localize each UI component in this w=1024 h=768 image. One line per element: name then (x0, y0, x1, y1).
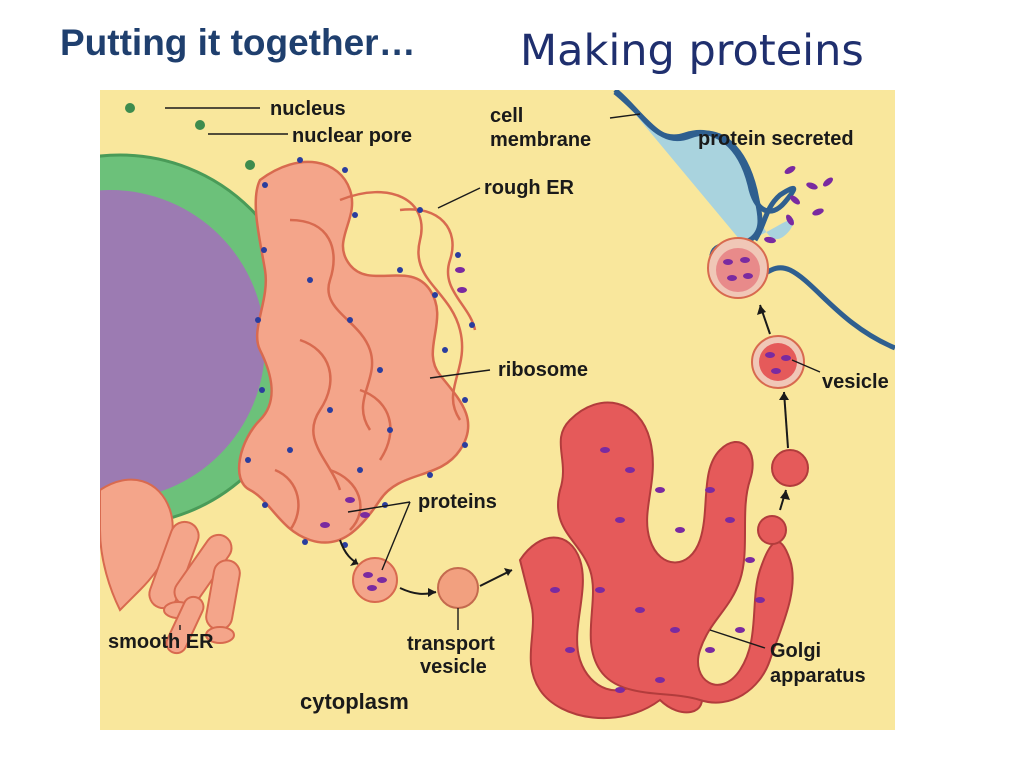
leader-proteins-2 (381, 501, 411, 571)
nucleoplasm (100, 190, 265, 500)
leader-rough-er (437, 187, 481, 209)
label-vesicle: vesicle (822, 371, 889, 393)
secretory-vesicle-proteins (765, 352, 791, 374)
label-cell-membrane-line2: membrane (490, 129, 591, 151)
budding-vesicle-proteins (363, 572, 387, 591)
budding-vesicle (352, 557, 398, 603)
label-protein-secreted: protein secreted (698, 128, 854, 150)
leader-golgi (709, 629, 766, 649)
rough-er (237, 160, 477, 544)
slide-title: Putting it together… (60, 22, 416, 63)
ribosomes (245, 157, 475, 548)
smooth-er (100, 478, 241, 655)
leader-proteins-1 (347, 501, 411, 513)
label-nucleus: nucleus (270, 98, 346, 120)
label-nuclear-pore: nuclear pore (292, 125, 412, 147)
label-golgi-line2: apparatus (770, 665, 866, 687)
golgi-apparatus (518, 401, 794, 720)
label-smooth-er: smooth ER (108, 631, 214, 653)
label-proteins: proteins (418, 491, 497, 513)
secreted-proteins (764, 166, 833, 244)
golgi-bud-vesicle (757, 515, 787, 545)
label-cytoplasm: cytoplasm (300, 689, 409, 714)
label-rough-er: rough ER (484, 177, 575, 199)
leader-ribosome (429, 369, 491, 379)
leader-cell-membrane (609, 113, 641, 119)
label-cell-membrane-line1: cell (490, 105, 523, 127)
slide-subtitle: Making proteins (520, 26, 864, 76)
leader-vesicle (791, 359, 821, 373)
protein-synthesis-diagram: nucleus nuclear pore cell membrane prote… (100, 90, 895, 730)
label-ribosome: ribosome (498, 359, 588, 381)
golgi-proteins (550, 447, 765, 693)
label-golgi-line1: Golgi (770, 640, 821, 662)
label-transport-vesicle-line1: transport (407, 633, 495, 655)
vesicle-proteins (723, 257, 753, 281)
arrow-heads (350, 305, 790, 597)
fusing-vesicle-lumen (716, 248, 760, 292)
label-transport-vesicle-line2: vesicle (420, 656, 487, 678)
secretory-vesicle-small (771, 449, 809, 487)
transport-vesicle-sphere (437, 567, 479, 609)
cell-exterior (615, 90, 795, 240)
er-proteins (320, 267, 467, 528)
secretory-vesicle-lumen (759, 343, 797, 381)
